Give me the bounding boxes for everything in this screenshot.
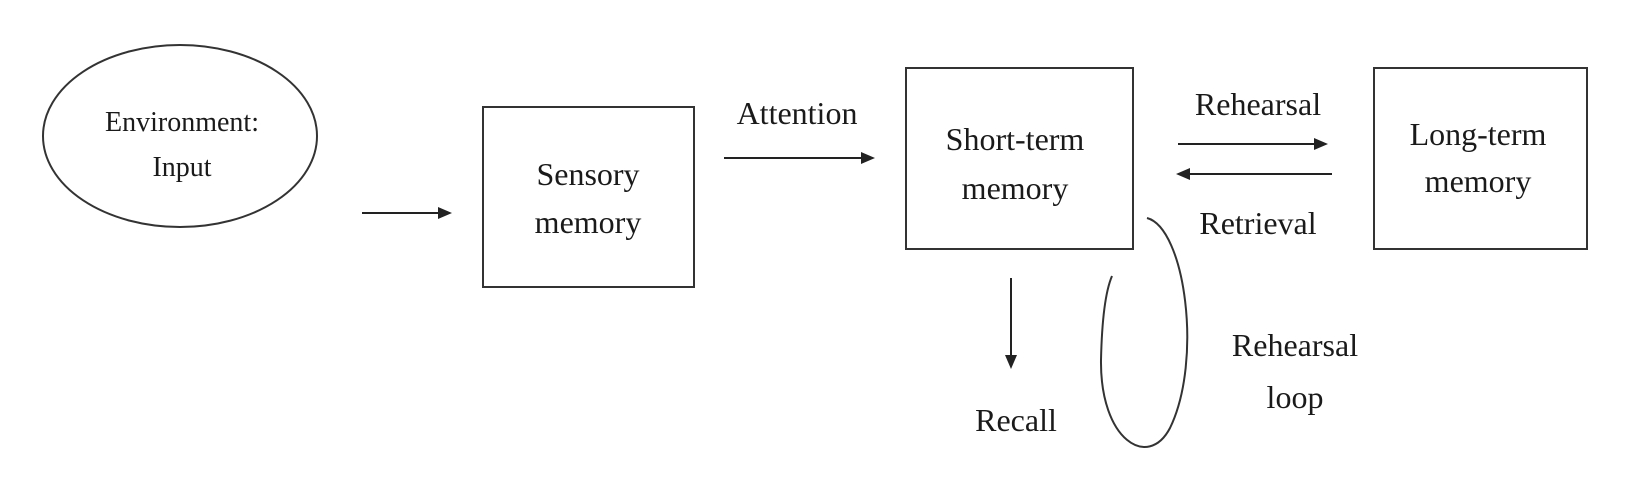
rehearsal-loop-label-line1: Rehearsal: [1232, 327, 1358, 363]
short-term-memory-box: [905, 67, 1134, 250]
rehearsal-loop-curve: [1099, 217, 1189, 448]
recall-arrow: [1005, 278, 1017, 369]
attention-label: Attention: [737, 95, 858, 131]
environment-ellipse: [42, 44, 318, 228]
rehearsal-arrow: [1178, 138, 1328, 150]
input-arrow: [362, 207, 452, 219]
short-term-memory-label-line1: Short-term: [946, 121, 1085, 157]
retrieval-label: Retrieval: [1199, 205, 1316, 241]
long-term-memory-node: Long-term memory: [1373, 67, 1588, 250]
attention-arrow: [724, 152, 875, 164]
sensory-memory-label-line2: memory: [535, 204, 642, 240]
retrieval-arrow: [1176, 168, 1332, 180]
sensory-memory-node: Sensory memory: [482, 106, 695, 288]
sensory-memory-box: [482, 106, 695, 288]
rehearsal-label: Rehearsal: [1195, 86, 1321, 122]
recall-label: Recall: [975, 402, 1057, 438]
long-term-memory-box: [1373, 67, 1588, 250]
long-term-memory-label-line1: Long-term: [1410, 116, 1547, 152]
short-term-memory-label-line2: memory: [962, 170, 1069, 206]
rehearsal-loop-label-line2: loop: [1267, 379, 1324, 415]
long-term-memory-label-line2: memory: [1425, 163, 1532, 199]
environment-label-line1: Environment:: [105, 107, 259, 138]
short-term-memory-node: Short-term memory: [905, 67, 1134, 250]
sensory-memory-label-line1: Sensory: [536, 156, 639, 192]
environment-label-line2: Input: [152, 152, 211, 183]
environment-input-node: Environment: Input: [42, 44, 318, 228]
